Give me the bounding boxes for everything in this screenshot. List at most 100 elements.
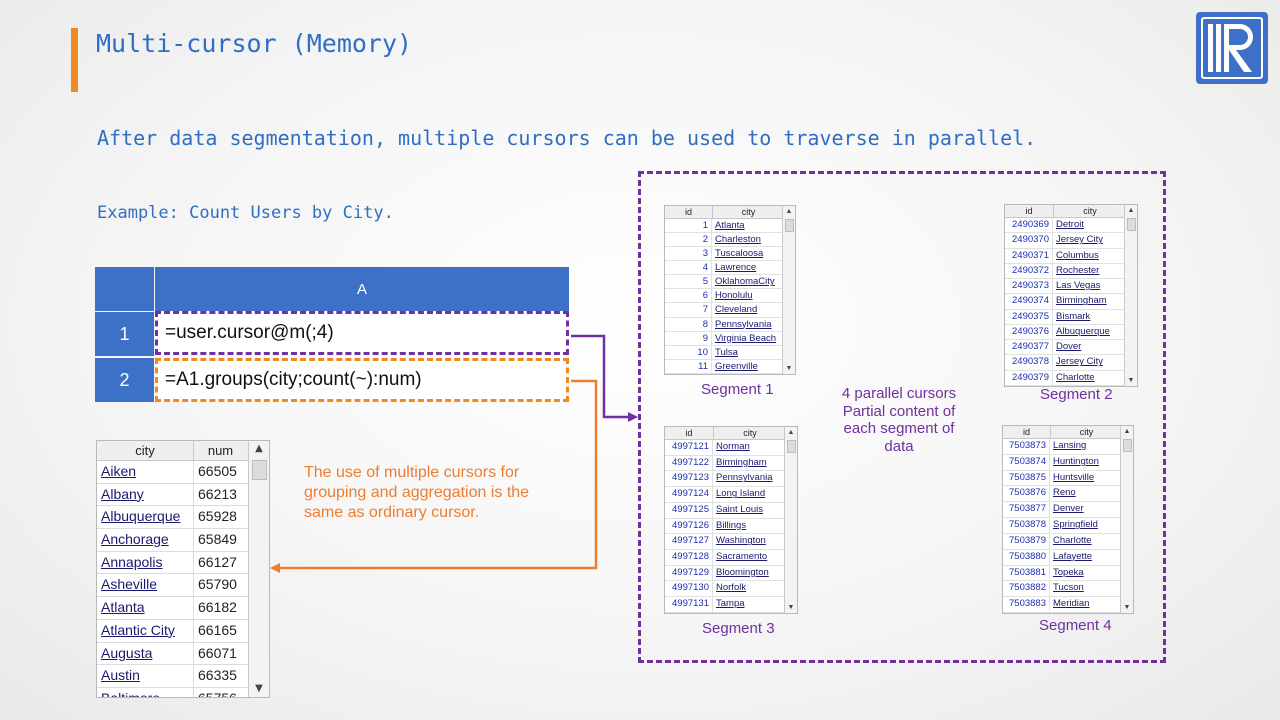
city-cell[interactable]: Virginia Beach: [715, 332, 777, 344]
city-cell[interactable]: Albuquerque: [1056, 325, 1110, 337]
city-cell[interactable]: Tulsa: [715, 346, 738, 358]
city-cell[interactable]: Lansing: [1053, 440, 1087, 451]
scroll-up-icon[interactable]: ▲: [787, 429, 795, 436]
column-header-city[interactable]: city: [97, 441, 194, 460]
city-cell[interactable]: Sacramento: [716, 551, 768, 563]
city-cell[interactable]: Dover: [1056, 341, 1082, 353]
city-cell[interactable]: Lawrence: [715, 262, 757, 274]
city-cell[interactable]: OklahomaCity: [715, 276, 775, 288]
scroll-down-icon[interactable]: ▼: [787, 604, 795, 611]
scroll-up-icon[interactable]: ▲: [1127, 207, 1135, 214]
grid-corner[interactable]: [95, 267, 154, 311]
city-cell[interactable]: Pennsylvania: [715, 318, 772, 330]
city-cell[interactable]: Charlotte: [1056, 371, 1095, 383]
scroll-up-icon[interactable]: ▲: [785, 208, 793, 215]
column-header-id[interactable]: id: [1005, 205, 1054, 217]
row-header-2[interactable]: 2: [95, 358, 154, 402]
scrollbar[interactable]: ▲ ▼: [248, 441, 269, 697]
city-cell[interactable]: Asheville: [97, 574, 194, 597]
column-header-id[interactable]: id: [1003, 426, 1051, 438]
column-header-a[interactable]: A: [155, 267, 569, 311]
scroll-thumb[interactable]: [252, 460, 267, 480]
city-cell[interactable]: Charleston: [715, 234, 761, 246]
city-cell[interactable]: Washington: [716, 535, 766, 547]
city-cell[interactable]: Reno: [1053, 487, 1076, 499]
city-cell[interactable]: Topeka: [1053, 566, 1084, 578]
city-cell[interactable]: Tampa: [716, 598, 745, 610]
column-header-id[interactable]: id: [665, 427, 714, 439]
city-cell[interactable]: Pennsylvania: [716, 472, 773, 484]
city-cell[interactable]: Norfolk: [716, 582, 747, 594]
city-cell[interactable]: Lafayette: [1053, 550, 1093, 562]
cell-a1[interactable]: =user.cursor@m(;4): [155, 311, 569, 355]
scroll-up-icon[interactable]: ▲: [255, 443, 263, 454]
scroll-up-icon[interactable]: ▲: [1123, 428, 1131, 435]
city-cell[interactable]: Saint Louis: [716, 503, 764, 515]
scroll-down-icon[interactable]: ▼: [255, 683, 263, 694]
city-cell[interactable]: Charlotte: [1053, 534, 1092, 546]
city-cell[interactable]: Cleveland: [715, 304, 758, 316]
city-cell[interactable]: Greenville: [715, 360, 758, 372]
city-cell[interactable]: Denver: [1053, 503, 1084, 515]
scroll-down-icon[interactable]: ▼: [1123, 604, 1131, 611]
city-cell[interactable]: Baltimore: [97, 687, 194, 697]
city-cell[interactable]: Austin: [97, 665, 194, 687]
city-cell[interactable]: Norman: [716, 441, 750, 452]
city-cell[interactable]: Bloomington: [716, 566, 769, 578]
city-cell[interactable]: Atlanta: [715, 220, 745, 231]
city-cell[interactable]: Augusta: [97, 642, 194, 665]
scroll-thumb[interactable]: [785, 219, 794, 232]
city-cell[interactable]: Albany: [97, 483, 194, 506]
scroll-thumb[interactable]: [787, 440, 796, 453]
city-cell[interactable]: Springfield: [1053, 519, 1098, 531]
scroll-down-icon[interactable]: ▼: [1127, 377, 1135, 384]
city-cell[interactable]: Huntington: [1053, 455, 1099, 467]
city-cell[interactable]: Huntsville: [1053, 471, 1095, 483]
city-cell[interactable]: Tucson: [1053, 582, 1084, 594]
